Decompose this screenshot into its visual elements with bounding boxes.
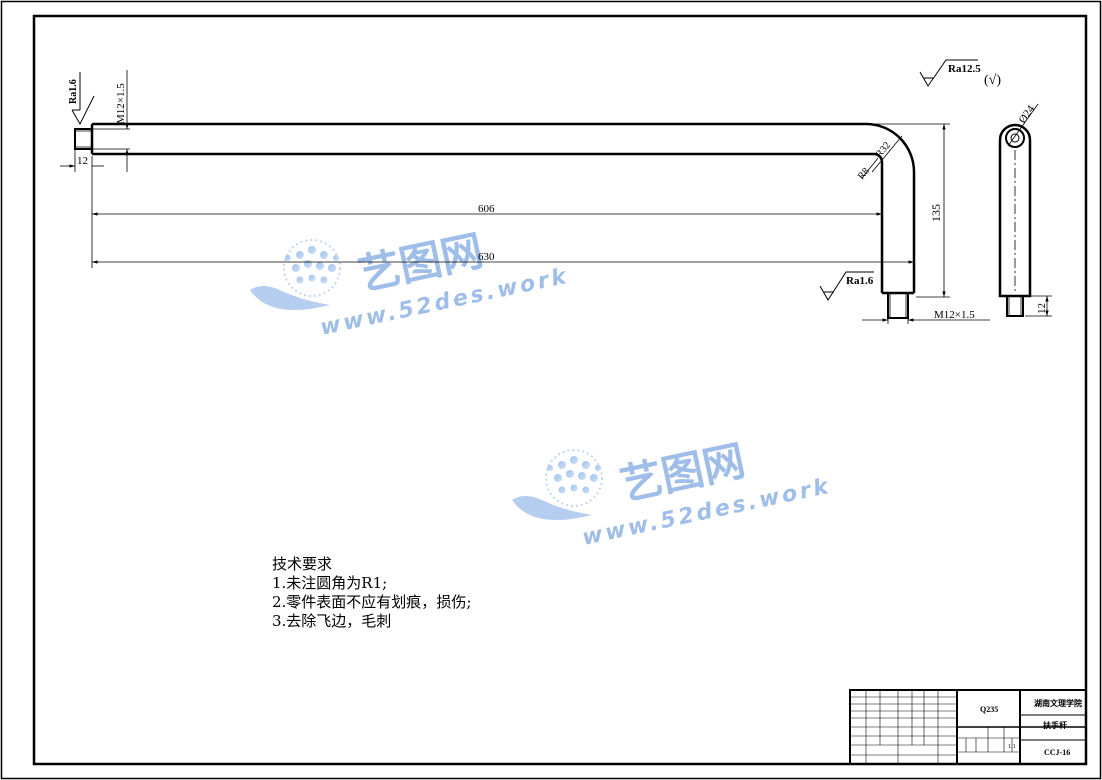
- rod-outline-inner: [92, 152, 884, 293]
- roughness-general: Ra12.5: [948, 63, 981, 75]
- dim-radius-r32: R32: [874, 140, 893, 160]
- roughness-general-note: (√): [984, 73, 1001, 88]
- roughness-right-icon: [819, 271, 874, 301]
- watermark-globe-icon: [250, 286, 330, 310]
- tech-req-item: 3.去除飞边，毛刺: [272, 612, 392, 630]
- title-block: [849, 689, 1087, 765]
- title-material: Q235: [980, 705, 998, 714]
- roughness-left: Ra1.6: [68, 79, 79, 104]
- title-drawing-no: CCJ-16: [1044, 748, 1070, 757]
- roughness-right: Ra1.6: [846, 275, 874, 287]
- dimensions-front: [60, 70, 990, 324]
- title-part-name: 扶手杆: [1043, 720, 1067, 730]
- dim-diameter: Ø24: [1017, 103, 1038, 126]
- side-thread-end: [1006, 295, 1024, 317]
- dim-thread-left: M12×1.5: [115, 83, 127, 124]
- rod-side-view: [998, 103, 1052, 317]
- title-ratio: 1:1: [1008, 744, 1016, 750]
- dim-thread-bottom: M12×1.5: [934, 309, 975, 321]
- roughness-left-icon: [71, 72, 95, 126]
- dim-135: 135: [929, 204, 943, 222]
- dim-12-right: 12: [1036, 303, 1048, 314]
- tech-req-item: 1.未注圆角为R1;: [272, 574, 388, 592]
- watermark-1: 艺图网 www.52des.work: [250, 226, 571, 341]
- dim-12-left: 12: [77, 155, 88, 167]
- thread-end-bottom: [887, 292, 909, 319]
- dim-606: 606: [478, 203, 495, 215]
- inner-frame: [32, 14, 1088, 766]
- roughness-general-icon: [919, 59, 978, 87]
- watermark-globe-icon: [512, 496, 592, 520]
- watermark-2: 艺图网 www.52des.work: [512, 436, 833, 551]
- tech-req-title: 技术要求: [272, 555, 333, 573]
- technical-requirements: 技术要求 1.未注圆角为R1; 2.零件表面不应有划痕，损伤; 3.去除飞边，毛…: [272, 555, 471, 631]
- rod-outline: [92, 122, 916, 293]
- dim-630: 630: [478, 251, 495, 263]
- tech-req-item: 2.零件表面不应有划痕，损伤;: [272, 593, 472, 611]
- thread-end-left: [74, 128, 93, 150]
- title-company: 湖南文理学院: [1034, 698, 1082, 708]
